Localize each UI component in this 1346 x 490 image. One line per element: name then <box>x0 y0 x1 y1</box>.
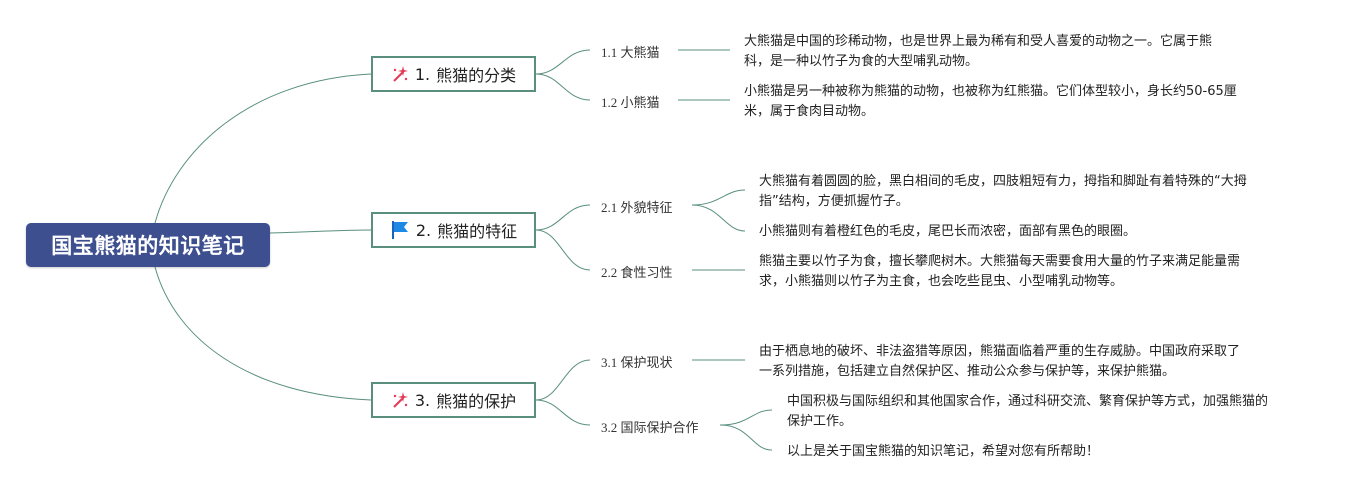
note-red-panda[interactable]: 小熊猫是另一种被称为熊猫的动物，也被称为红熊猫。它们体型较小，身长约50-65厘… <box>744 84 1237 119</box>
subtopic-red-panda[interactable]: 1.2 小熊猫 <box>601 92 660 111</box>
subtopic-label: 食性习性 <box>620 266 673 281</box>
link-root-topic3 <box>154 266 372 401</box>
link-t2-s2 <box>535 229 591 271</box>
subtopic-label: 大熊猫 <box>620 46 660 61</box>
topic-label: 熊猫的分类 <box>436 66 517 85</box>
subtopic-number: 1.1 <box>601 45 618 60</box>
root-node[interactable]: 国宝熊猫的知识笔记 <box>26 223 270 267</box>
link-t3-s1 <box>535 359 591 401</box>
topic-protection[interactable]: 3. 熊猫的保护 <box>371 382 536 418</box>
sparkle-icon <box>391 391 409 409</box>
topic-label: 熊猫的保护 <box>436 392 517 411</box>
flag-icon <box>390 220 410 240</box>
subtopic-giant-panda[interactable]: 1.1 大熊猫 <box>601 42 660 61</box>
subtopic-number: 3.1 <box>601 355 618 370</box>
subtopic-label: 小熊猫 <box>620 96 660 111</box>
link-t3-s2 <box>535 399 591 426</box>
topic-number: 2. <box>415 220 432 240</box>
subtopic-number: 2.2 <box>601 265 618 280</box>
topic-classification[interactable]: 1. 熊猫的分类 <box>371 56 536 92</box>
topic-features[interactable]: 2. 熊猫的特征 <box>371 212 536 248</box>
link-root-topic1 <box>154 73 372 224</box>
subtopic-international[interactable]: 3.2 国际保护合作 <box>601 417 699 436</box>
link-t1-s2 <box>535 73 591 101</box>
link-root-topic2 <box>269 229 372 234</box>
topic-number: 3. <box>414 390 431 410</box>
note-status[interactable]: 由于栖息地的破坏、非法盗猎等原因，熊猫面临着严重的生存威胁。中国政府采取了一系列… <box>759 344 1241 379</box>
note-diet[interactable]: 熊猫主要以竹子为食，擅长攀爬树木。大熊猫每天需要食用大量的竹子来满足能量需求，小… <box>759 254 1241 289</box>
note-appearance-giant[interactable]: 大熊猫有着圆圆的脸，黑白相间的毛皮，四肢粗短有力，拇指和脚趾有着特殊的“大拇指”… <box>759 174 1247 209</box>
subtopic-number: 3.2 <box>601 420 618 435</box>
link-t2-s1 <box>535 204 591 231</box>
subtopic-label: 外貌特征 <box>620 201 673 216</box>
subtopic-label: 国际保护合作 <box>620 421 699 436</box>
note-international[interactable]: 中国积极与国际组织和其他国家合作，通过科研交流、繁育保护等方式，加强熊猫的保护工… <box>787 394 1269 429</box>
subtopic-number: 1.2 <box>601 95 618 110</box>
subtopic-label: 保护现状 <box>620 356 673 371</box>
note-giant-panda[interactable]: 大熊猫是中国的珍稀动物，也是世界上最为稀有和受人喜爱的动物之一。它属于熊科，是一… <box>744 34 1213 69</box>
root-title: 国宝熊猫的知识笔记 <box>51 234 245 258</box>
sparkle-icon <box>391 65 409 83</box>
subtopic-appearance[interactable]: 2.1 外貌特征 <box>601 197 673 216</box>
topic-number: 1. <box>414 64 431 84</box>
note-closing[interactable]: 以上是关于国宝熊猫的知识笔记，希望对您有所帮助！ <box>787 444 1100 459</box>
subtopic-status[interactable]: 3.1 保护现状 <box>601 352 673 371</box>
subtopic-number: 2.1 <box>601 200 618 215</box>
note-appearance-red[interactable]: 小熊猫则有着橙红色的毛皮，尾巴长而浓密，面部有黑色的眼圈。 <box>759 224 1137 239</box>
topic-label: 熊猫的特征 <box>437 222 518 241</box>
link-t1-s1 <box>535 49 591 75</box>
subtopic-diet[interactable]: 2.2 食性习性 <box>601 262 673 281</box>
